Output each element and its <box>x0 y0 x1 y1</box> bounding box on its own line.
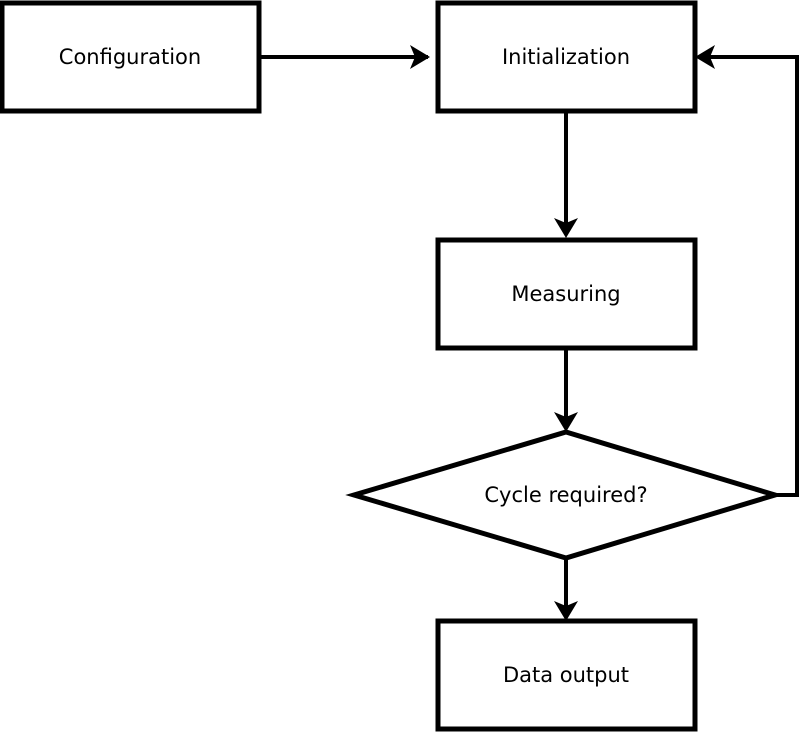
edge-cycle-required-to-initialization <box>695 45 799 497</box>
edge-configuration-to-initialization <box>259 45 430 69</box>
node-measuring[interactable]: Measuring <box>435 237 698 351</box>
arrow-head-icon <box>554 601 578 621</box>
edge-cycle-required-to-data-output <box>554 558 578 621</box>
node-cycle-required-shape[interactable] <box>345 429 784 561</box>
connector-layer <box>259 45 799 621</box>
arrow-head-icon <box>695 45 715 69</box>
arrow-head-icon <box>410 45 430 69</box>
node-measuring-shape[interactable] <box>435 237 698 351</box>
node-configuration-shape[interactable] <box>0 0 262 114</box>
node-data-output-shape[interactable] <box>435 618 698 732</box>
arrow-head-icon <box>554 412 578 432</box>
node-data-output[interactable]: Data output <box>435 618 698 732</box>
node-configuration-label: Configuration <box>59 45 201 69</box>
node-initialization-shape[interactable] <box>435 0 698 114</box>
node-measuring-label: Measuring <box>511 282 620 306</box>
node-configuration[interactable]: Configuration <box>0 0 262 114</box>
arrow-head-icon <box>554 218 578 238</box>
node-cycle-required-label: Cycle required? <box>484 483 647 507</box>
node-data-output-label: Data output <box>503 663 629 687</box>
edge-measuring-to-cycle-required <box>554 348 578 432</box>
node-layer: Configuration Initialization Measuring C… <box>0 0 784 732</box>
node-initialization-label: Initialization <box>502 45 630 69</box>
edge-initialization-to-measuring <box>554 111 578 238</box>
node-cycle-required[interactable]: Cycle required? <box>345 429 784 561</box>
node-initialization[interactable]: Initialization <box>435 0 698 114</box>
edge-line <box>705 55 799 497</box>
